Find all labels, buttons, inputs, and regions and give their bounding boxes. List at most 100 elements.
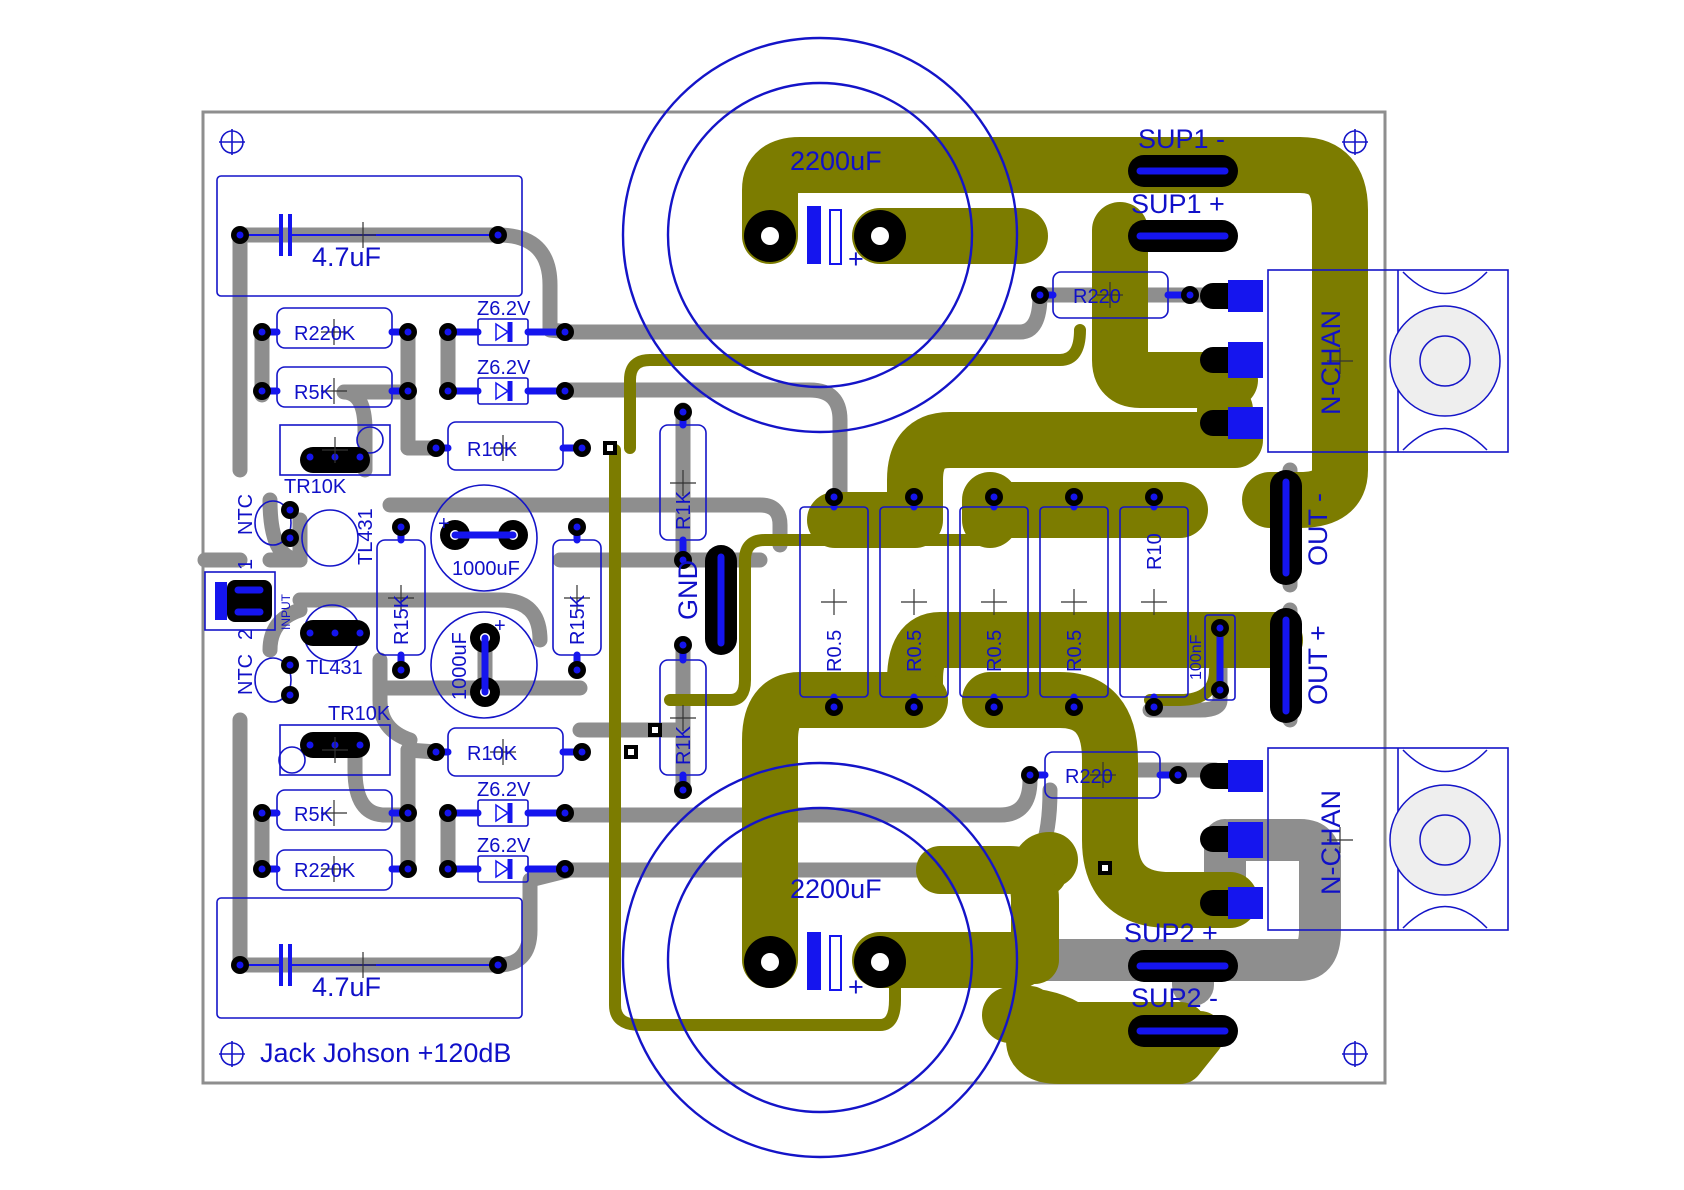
- r05-4-label: R0.5: [1064, 630, 1086, 672]
- r5k-bottom-label: R5K: [294, 804, 334, 826]
- pad-center: [444, 387, 452, 395]
- cap-4.7uf-bottom-label: 4.7uF: [312, 972, 381, 1002]
- cap-2200uf-bottom-label: 2200uF: [790, 874, 882, 904]
- pad-center: [258, 328, 266, 336]
- r5k-top-label: R5K: [294, 382, 334, 404]
- ntc2-num: 2: [235, 629, 257, 640]
- pad-center: [286, 691, 294, 699]
- mosfet-bottom-tab: [1389, 749, 1501, 929]
- mosfet-top-tab: [1389, 271, 1501, 451]
- pad-center: [306, 629, 314, 637]
- out-plus-label: OUT +: [1303, 625, 1333, 705]
- pad-center: [910, 703, 918, 711]
- input-label: INPUT: [279, 593, 293, 630]
- r05-3-label: R0.5: [984, 630, 1006, 672]
- pad-center: [1216, 624, 1224, 632]
- pad-center: [356, 629, 364, 637]
- pad-center: [578, 748, 586, 756]
- pad-center: [573, 666, 581, 674]
- zener-symbols: [495, 322, 513, 879]
- pad-center: [990, 493, 998, 501]
- pad-center: [432, 748, 440, 756]
- tl431-bottom-label: TL431: [306, 657, 363, 679]
- r1k-bottom-label: R1K: [673, 725, 695, 765]
- pad-center: [561, 387, 569, 395]
- zener4-label: Z6.2V: [477, 835, 531, 857]
- board-title: Jack Johson +120dB: [260, 1038, 511, 1068]
- cap1000-bottom-label: 1000uF: [449, 632, 471, 700]
- r220k-top-label: R220K: [294, 323, 356, 345]
- via-hole: [607, 445, 613, 451]
- pad-center: [356, 453, 364, 461]
- r05-1-label: R0.5: [824, 630, 846, 672]
- sup1-plus-label: SUP1 +: [1131, 189, 1225, 219]
- pad-center: [1186, 291, 1194, 299]
- pad-center: [306, 453, 314, 461]
- pad-center: [561, 809, 569, 817]
- cap1000-top-plus: +: [438, 513, 450, 535]
- nchan-bottom-label: N-CHAN: [1316, 790, 1346, 895]
- cap-2200uf-top-outline: [621, 36, 1019, 434]
- ntc1-num: 1: [235, 559, 257, 570]
- r15k-left-label: R15K: [391, 594, 413, 645]
- r220-top-label: R220: [1073, 286, 1121, 308]
- pad-center: [573, 523, 581, 531]
- r1k-top-label: R1K: [673, 490, 695, 530]
- nchan-top-label: N-CHAN: [1316, 310, 1346, 415]
- top-copper-signal: [609, 324, 1221, 1031]
- r10-label: R10: [1144, 533, 1166, 570]
- sup2-plus-label: SUP2 +: [1124, 918, 1218, 948]
- r10k-top-label: R10K: [467, 439, 518, 461]
- zener1-label: Z6.2V: [477, 298, 531, 320]
- pad-center: [356, 741, 364, 749]
- pad-center: [331, 629, 339, 637]
- pads-small: [231, 226, 1229, 974]
- cap100n-label: 100nF: [1188, 634, 1205, 680]
- pad-center: [494, 961, 502, 969]
- via-hole: [652, 727, 658, 733]
- pad-center: [258, 865, 266, 873]
- cap-plus-bottom: +: [848, 972, 864, 1002]
- cap-4.7uf-top-label: 4.7uF: [312, 242, 381, 272]
- via-hole: [628, 749, 634, 755]
- zener3-label: Z6.2V: [477, 779, 531, 801]
- component-centers: [321, 222, 1353, 978]
- pad-center: [1070, 703, 1078, 711]
- gnd-label: GND: [673, 560, 703, 620]
- tl431-top-label: TL431: [355, 508, 377, 565]
- sup1-minus-label: SUP1 -: [1138, 124, 1225, 154]
- pad-center: [286, 534, 294, 542]
- pad-center: [236, 961, 244, 969]
- pad-center: [258, 809, 266, 817]
- tr10k-bottom-label: TR10K: [328, 703, 391, 725]
- pad-center: [404, 865, 412, 873]
- labels: Jack Johson +120dB 2200uF 2200uF + + 4.7…: [235, 124, 1346, 1068]
- r10k-bottom-label: R10K: [467, 743, 518, 765]
- pad-center: [1036, 291, 1044, 299]
- pad-center: [561, 328, 569, 336]
- tr10k-top-label: TR10K: [284, 476, 347, 498]
- pad-center: [679, 786, 687, 794]
- pad-center: [1150, 493, 1158, 501]
- out-minus-label: OUT -: [1303, 493, 1333, 566]
- pad-center: [679, 641, 687, 649]
- pad-center: [1070, 493, 1078, 501]
- pad-center: [444, 328, 452, 336]
- r220-bottom-label: R220: [1065, 766, 1113, 788]
- cap1000-top-label: 1000uF: [452, 558, 520, 580]
- pad-center: [258, 387, 266, 395]
- ntc2-label: NTC: [235, 654, 257, 695]
- pad-center: [404, 328, 412, 336]
- sup2-minus-label: SUP2 -: [1131, 983, 1218, 1013]
- pad-center: [404, 387, 412, 395]
- pad-center: [1216, 686, 1224, 694]
- pad-center: [679, 556, 687, 564]
- cap-2200uf-top-label: 2200uF: [790, 146, 882, 176]
- r05-2-label: R0.5: [904, 630, 926, 672]
- pad-center: [494, 231, 502, 239]
- via-hole: [1102, 865, 1108, 871]
- pad-center: [990, 703, 998, 711]
- pad-center: [444, 865, 452, 873]
- pad-center: [444, 809, 452, 817]
